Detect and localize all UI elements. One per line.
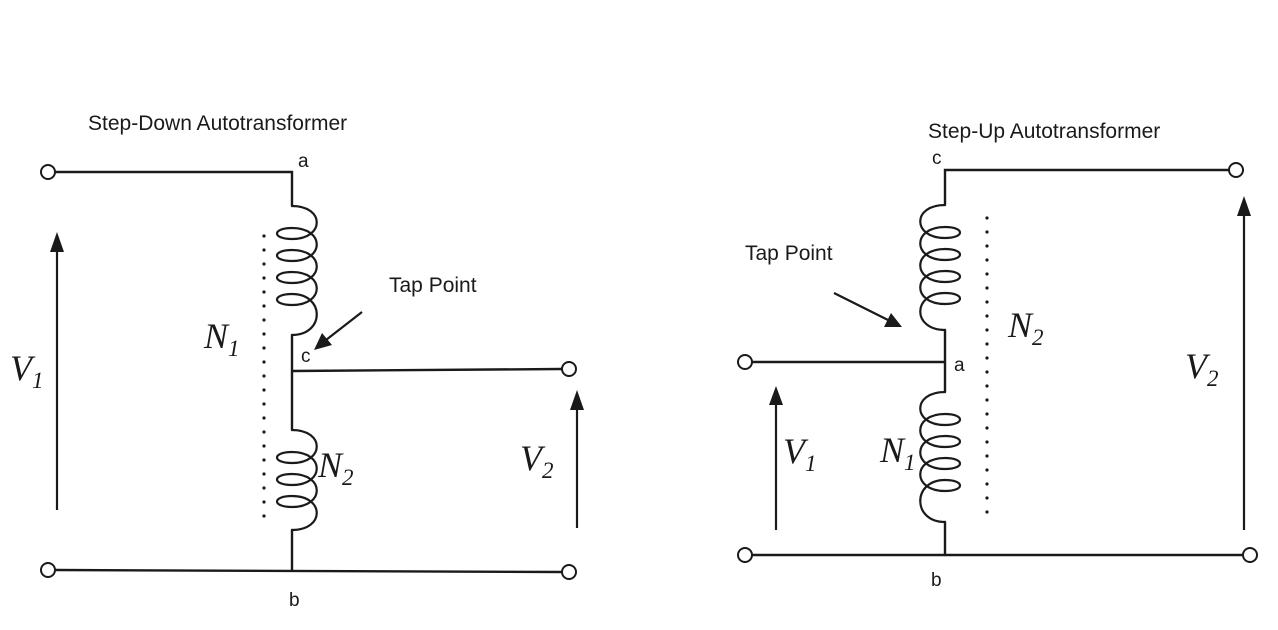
step-down-terminal-input-top: [40, 164, 56, 180]
step-down-core-dot: [262, 332, 266, 336]
step-up-n1-label: N1: [879, 430, 916, 475]
step-up-tap-pointer: [833, 292, 889, 321]
step-down-lower-winding: [275, 428, 318, 532]
step-up-tap-pointer-head: [884, 313, 902, 327]
step-up-top-wire: [943, 168, 1231, 207]
step-down-node-c: c: [301, 346, 311, 367]
step-up-core-dot: [985, 496, 989, 500]
step-down-core: [262, 234, 266, 518]
step-up-terminal-output-bottom: [1242, 547, 1258, 563]
step-down-core-dot: [262, 374, 266, 378]
step-up-terminal-output-top: [1228, 162, 1244, 178]
step-up-core-dot: [985, 244, 989, 248]
step-down-core-dot: [262, 276, 266, 280]
step-up-v1-arrow-head: [769, 386, 783, 405]
step-up-core-dot: [985, 510, 989, 514]
step-up-core-dot: [985, 328, 989, 332]
step-up-core-dot: [985, 216, 989, 220]
step-down-terminal-output-top: [561, 361, 577, 377]
step-down-return-wire: [54, 568, 563, 574]
step-down-core-dot: [262, 472, 266, 476]
step-up-upper-winding: [919, 203, 962, 332]
step-up-core-dot: [985, 398, 989, 402]
step-up-v2-arrow-head: [1237, 196, 1251, 216]
step-down-upper-winding: [275, 204, 318, 337]
step-down-core-dot: [262, 290, 266, 294]
step-up-core-dot: [985, 370, 989, 374]
step-down-core-dot: [262, 514, 266, 518]
step-up-title: Step-Up Autotransformer: [928, 120, 1160, 143]
step-up-terminal-input-top: [737, 354, 753, 370]
step-down-node-a: a: [298, 151, 309, 172]
step-up-node-a: a: [954, 355, 965, 376]
step-up-node-c: c: [932, 148, 942, 169]
step-up-core-dot: [985, 468, 989, 472]
step-down-core-dot: [262, 262, 266, 266]
step-down-v2-arrow-head: [570, 390, 584, 410]
step-down-core-dot: [262, 388, 266, 392]
step-up-core-dot: [985, 342, 989, 346]
step-up-core-dot: [985, 258, 989, 262]
step-down-core-dot: [262, 346, 266, 350]
step-up-core-dot: [985, 314, 989, 318]
step-up-core-dot: [985, 482, 989, 486]
step-up-core-dot: [985, 440, 989, 444]
step-down-title: Step-Down Autotransformer: [88, 112, 347, 135]
step-up-core-dot: [985, 300, 989, 304]
step-down-tap-pointer-head: [314, 333, 332, 350]
step-down-top-wire: [54, 170, 294, 208]
step-down-terminal-output-bottom: [561, 564, 577, 580]
step-down-core-dot: [262, 360, 266, 364]
step-down-v1-label: V1: [10, 348, 44, 393]
step-up-core-dot: [985, 356, 989, 360]
step-down-core-dot: [262, 318, 266, 322]
step-up-circuit: Step-Up Autotransformer c a b Tap Point: [737, 120, 1258, 591]
step-down-core-dot: [262, 444, 266, 448]
step-down-core-dot: [262, 458, 266, 462]
step-up-core-dot: [985, 286, 989, 290]
step-down-tap-label: Tap Point: [389, 274, 477, 297]
step-up-v1-label: V1: [783, 431, 817, 476]
step-up-core-dot: [985, 230, 989, 234]
step-down-core-dot: [262, 500, 266, 504]
step-down-circuit: Step-Down Autotransformer a c b Tap Poin…: [10, 112, 584, 611]
step-down-core-dot: [262, 416, 266, 420]
step-down-tap-wire: [290, 367, 563, 373]
step-up-core-dot: [985, 272, 989, 276]
step-down-terminal-input-bottom: [40, 562, 56, 578]
step-down-v1-arrow-head: [50, 232, 64, 252]
step-up-core-dot: [985, 454, 989, 458]
step-up-core-dot: [985, 412, 989, 416]
step-down-core-dot: [262, 430, 266, 434]
step-up-n2-label: N2: [1007, 305, 1044, 350]
step-down-v2-label: V2: [520, 438, 554, 483]
step-up-core: [985, 216, 989, 514]
step-down-core-dot: [262, 248, 266, 252]
step-up-core-dot: [985, 426, 989, 430]
step-down-tap-pointer: [325, 311, 363, 341]
step-up-terminal-input-bottom: [737, 547, 753, 563]
step-down-n1-label: N1: [203, 316, 240, 361]
step-up-tap-label: Tap Point: [745, 242, 833, 265]
step-down-core-dot: [262, 402, 266, 406]
step-down-node-b: b: [289, 590, 300, 611]
step-down-core-dot: [262, 304, 266, 308]
step-down-core-dot: [262, 234, 266, 238]
step-up-core-dot: [985, 384, 989, 388]
step-down-core-dot: [262, 486, 266, 490]
step-up-lower-winding: [919, 390, 962, 524]
step-up-node-b: b: [931, 570, 942, 591]
step-down-n2-label: N2: [317, 445, 354, 490]
step-up-v2-label: V2: [1185, 346, 1219, 391]
